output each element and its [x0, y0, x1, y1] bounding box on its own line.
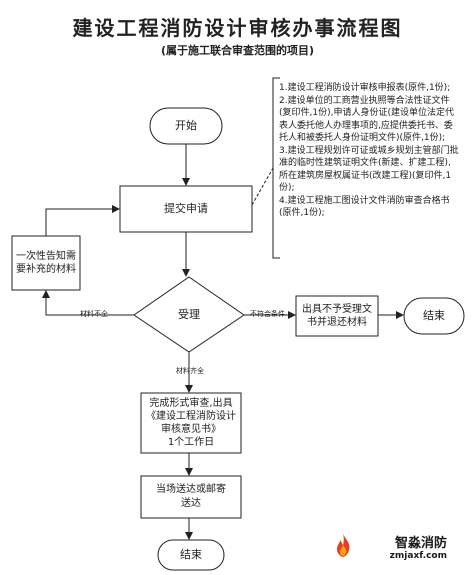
- supplement-node-shape: [11, 235, 81, 291]
- watermark: 智淼消防 zmjaxf.com: [390, 532, 447, 561]
- start-node: 开始: [150, 108, 222, 144]
- end-bottom-node-shape: [157, 539, 225, 571]
- start-node-label: 开始: [175, 119, 197, 132]
- end-bottom-node: 结束: [158, 540, 224, 570]
- watermark-name: 智淼消防: [394, 536, 447, 551]
- accept-node: 受理: [134, 296, 244, 334]
- deliver-line-2: 送达: [181, 498, 201, 509]
- edge-label-complete: 材料齐全: [176, 367, 204, 375]
- reject-node-label: 出具不予受理文书并退还材料: [302, 304, 372, 328]
- supplement-node: 一次性告知需要补充的材料: [14, 236, 78, 290]
- document-item-1: 1.建设工程消防设计审核申报表(原件,1份);: [279, 83, 451, 93]
- watermark-url: zmjaxf.com: [389, 551, 447, 561]
- accept-node-label: 受理: [178, 308, 200, 321]
- edge-label-incomplete: 材料不全: [80, 310, 108, 318]
- watermark-logo-icon: [337, 534, 350, 557]
- review-line-2: 《建设工程消防设计: [146, 411, 236, 422]
- required-documents-list: 1.建设工程消防设计审核申报表(原件,1份); 2.建设单位的工商营业执照等合法…: [273, 78, 463, 258]
- page-title: 建设工程消防设计审核办事流程图: [72, 16, 403, 40]
- arrow-accept-supplement: [42, 290, 134, 316]
- document-item-2: 2.建设单位的工商营业执照等合法性证文件(复印件,1份),申请人身份证(建设单位…: [279, 95, 454, 144]
- end-bottom-node-label: 结束: [180, 548, 202, 561]
- end-right-node-label: 结束: [423, 309, 445, 322]
- document-item-4: 4.建设工程施工图设计文件消防审查合格书(原件,1份);: [279, 195, 450, 219]
- documents-connector: [251, 167, 274, 206]
- submit-node-shape: [119, 185, 253, 233]
- end-right-node: 结束: [404, 298, 464, 334]
- review-node-shape: [140, 392, 242, 454]
- deliver-line-1: 当场送达或邮寄: [156, 484, 226, 495]
- deliver-node: 当场送达或邮寄 送达: [141, 476, 241, 518]
- review-node: 完成形式审查,出具 《建设工程消防设计 审核意见书》 1个工作日: [141, 393, 241, 453]
- reject-node: 出具不予受理文书并退还材料: [298, 296, 376, 336]
- document-item-3: 3.建设工程规划许可证或城乡规划主管部门批准的临时性建筑证明文件(新建、扩建工程…: [279, 145, 459, 194]
- supplement-node-label: 一次性告知需要补充的材料: [16, 251, 76, 275]
- edge-label-not-qualified: 不符合条件: [250, 310, 285, 318]
- end-right-node-shape: [403, 297, 465, 335]
- reject-node-shape: [295, 295, 379, 337]
- submit-node-label: 提交申请: [164, 202, 208, 215]
- review-line-1: 完成形式审查,出具: [149, 398, 233, 409]
- page-subtitle: (属于施工联合审查范围的项目): [160, 44, 315, 57]
- deliver-node-shape: [140, 475, 242, 519]
- review-line-4: 1个工作日: [167, 437, 215, 448]
- submit-node: 提交申请: [120, 186, 252, 232]
- review-line-3: 审核意见书》: [161, 424, 221, 435]
- arrow-supplement-submit: [45, 205, 120, 236]
